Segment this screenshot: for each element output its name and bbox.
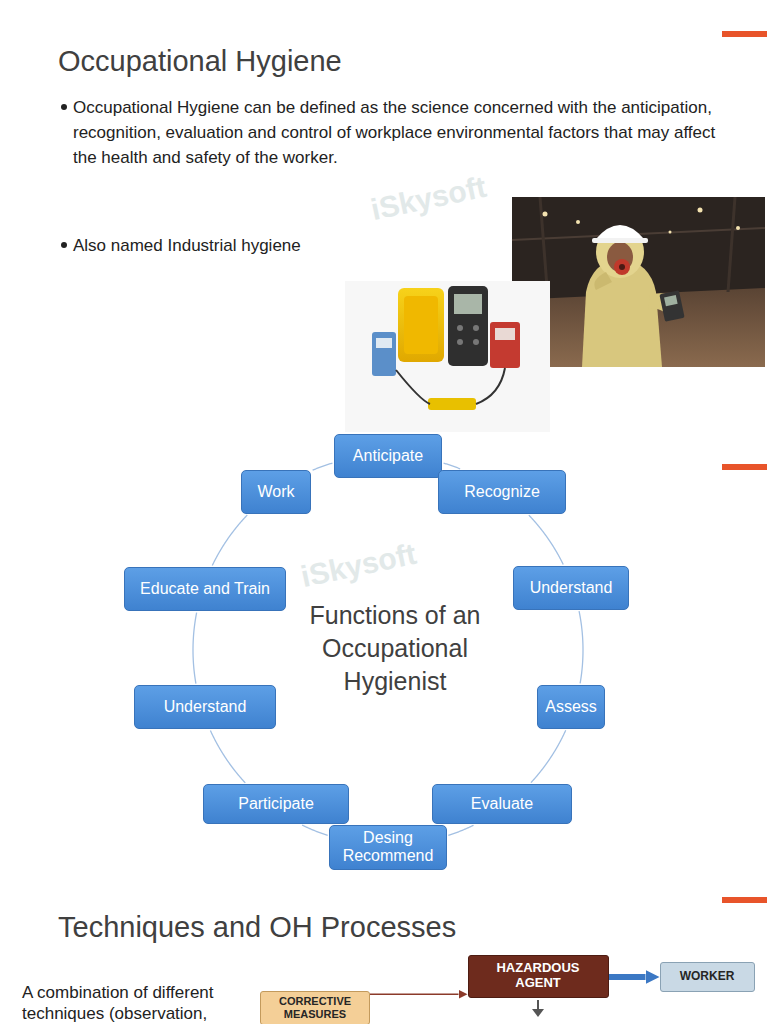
- corrective-box: CORRECTIVE MEASURES: [260, 991, 370, 1024]
- cycle-arc: [529, 515, 563, 564]
- node-text: Desing Recommend: [336, 829, 440, 866]
- cycle-arc: [210, 731, 245, 783]
- down-arrow: [532, 1000, 544, 1017]
- function-box: Understand: [513, 566, 629, 610]
- bullet-dot: [61, 104, 67, 248]
- slide-title: Techniques and OH Processes: [58, 909, 518, 945]
- node-text: CORRECTIVE MEASURES: [267, 995, 363, 1020]
- equipment-photo: [345, 281, 550, 432]
- worker-box: WORKER: [660, 962, 755, 992]
- node-text: WORKER: [667, 970, 748, 984]
- node-text: Educate and Train: [131, 580, 279, 598]
- watermark: iSkysoft: [298, 531, 442, 595]
- cycle-center-text: Functions of an Occupational Hygienist: [290, 599, 500, 698]
- bullet-text: Occupational Hygiene can be defined as t…: [73, 95, 718, 170]
- function-box: Participate: [203, 784, 349, 824]
- body-text: A combination of different techniques (o…: [22, 982, 254, 1024]
- function-box: Assess: [537, 685, 605, 729]
- feedback-arrow: [370, 994, 459, 996]
- node-text: Work: [248, 483, 304, 501]
- function-box: Work: [241, 470, 311, 514]
- cycle-arc: [531, 730, 566, 782]
- cycle-arc: [302, 825, 328, 835]
- function-box: Anticipate: [334, 434, 442, 478]
- slide-title: Occupational Hygiene: [58, 43, 342, 79]
- cycle-arc: [193, 613, 197, 684]
- cycle-arc: [313, 463, 333, 470]
- bullet-text: Also named Industrial hygiene: [73, 233, 373, 258]
- node-text: Assess: [544, 698, 598, 716]
- cycle-arc: [212, 515, 247, 565]
- flow-arrow: [609, 974, 646, 980]
- slide-tag: [722, 31, 767, 903]
- function-box: Recognize: [438, 470, 566, 514]
- node-text: Recognize: [445, 483, 559, 501]
- hazard-box: HAZARDOUS AGENT: [468, 955, 609, 998]
- cycle-arc: [448, 825, 473, 835]
- cycle-arc: [444, 463, 461, 469]
- cycle-arc: [579, 611, 583, 683]
- watermark: iSkysoft: [368, 164, 512, 228]
- node-text: Understand: [141, 698, 269, 716]
- node-text: Evaluate: [439, 795, 565, 813]
- function-box: Desing Recommend: [329, 825, 447, 870]
- function-box: Educate and Train: [124, 567, 286, 611]
- node-text: Participate: [210, 795, 342, 813]
- node-text: Understand: [520, 579, 622, 597]
- node-text: HAZARDOUS AGENT: [487, 961, 590, 991]
- function-box: Evaluate: [432, 784, 572, 824]
- node-text: Anticipate: [341, 447, 435, 465]
- function-box: Understand: [134, 685, 276, 729]
